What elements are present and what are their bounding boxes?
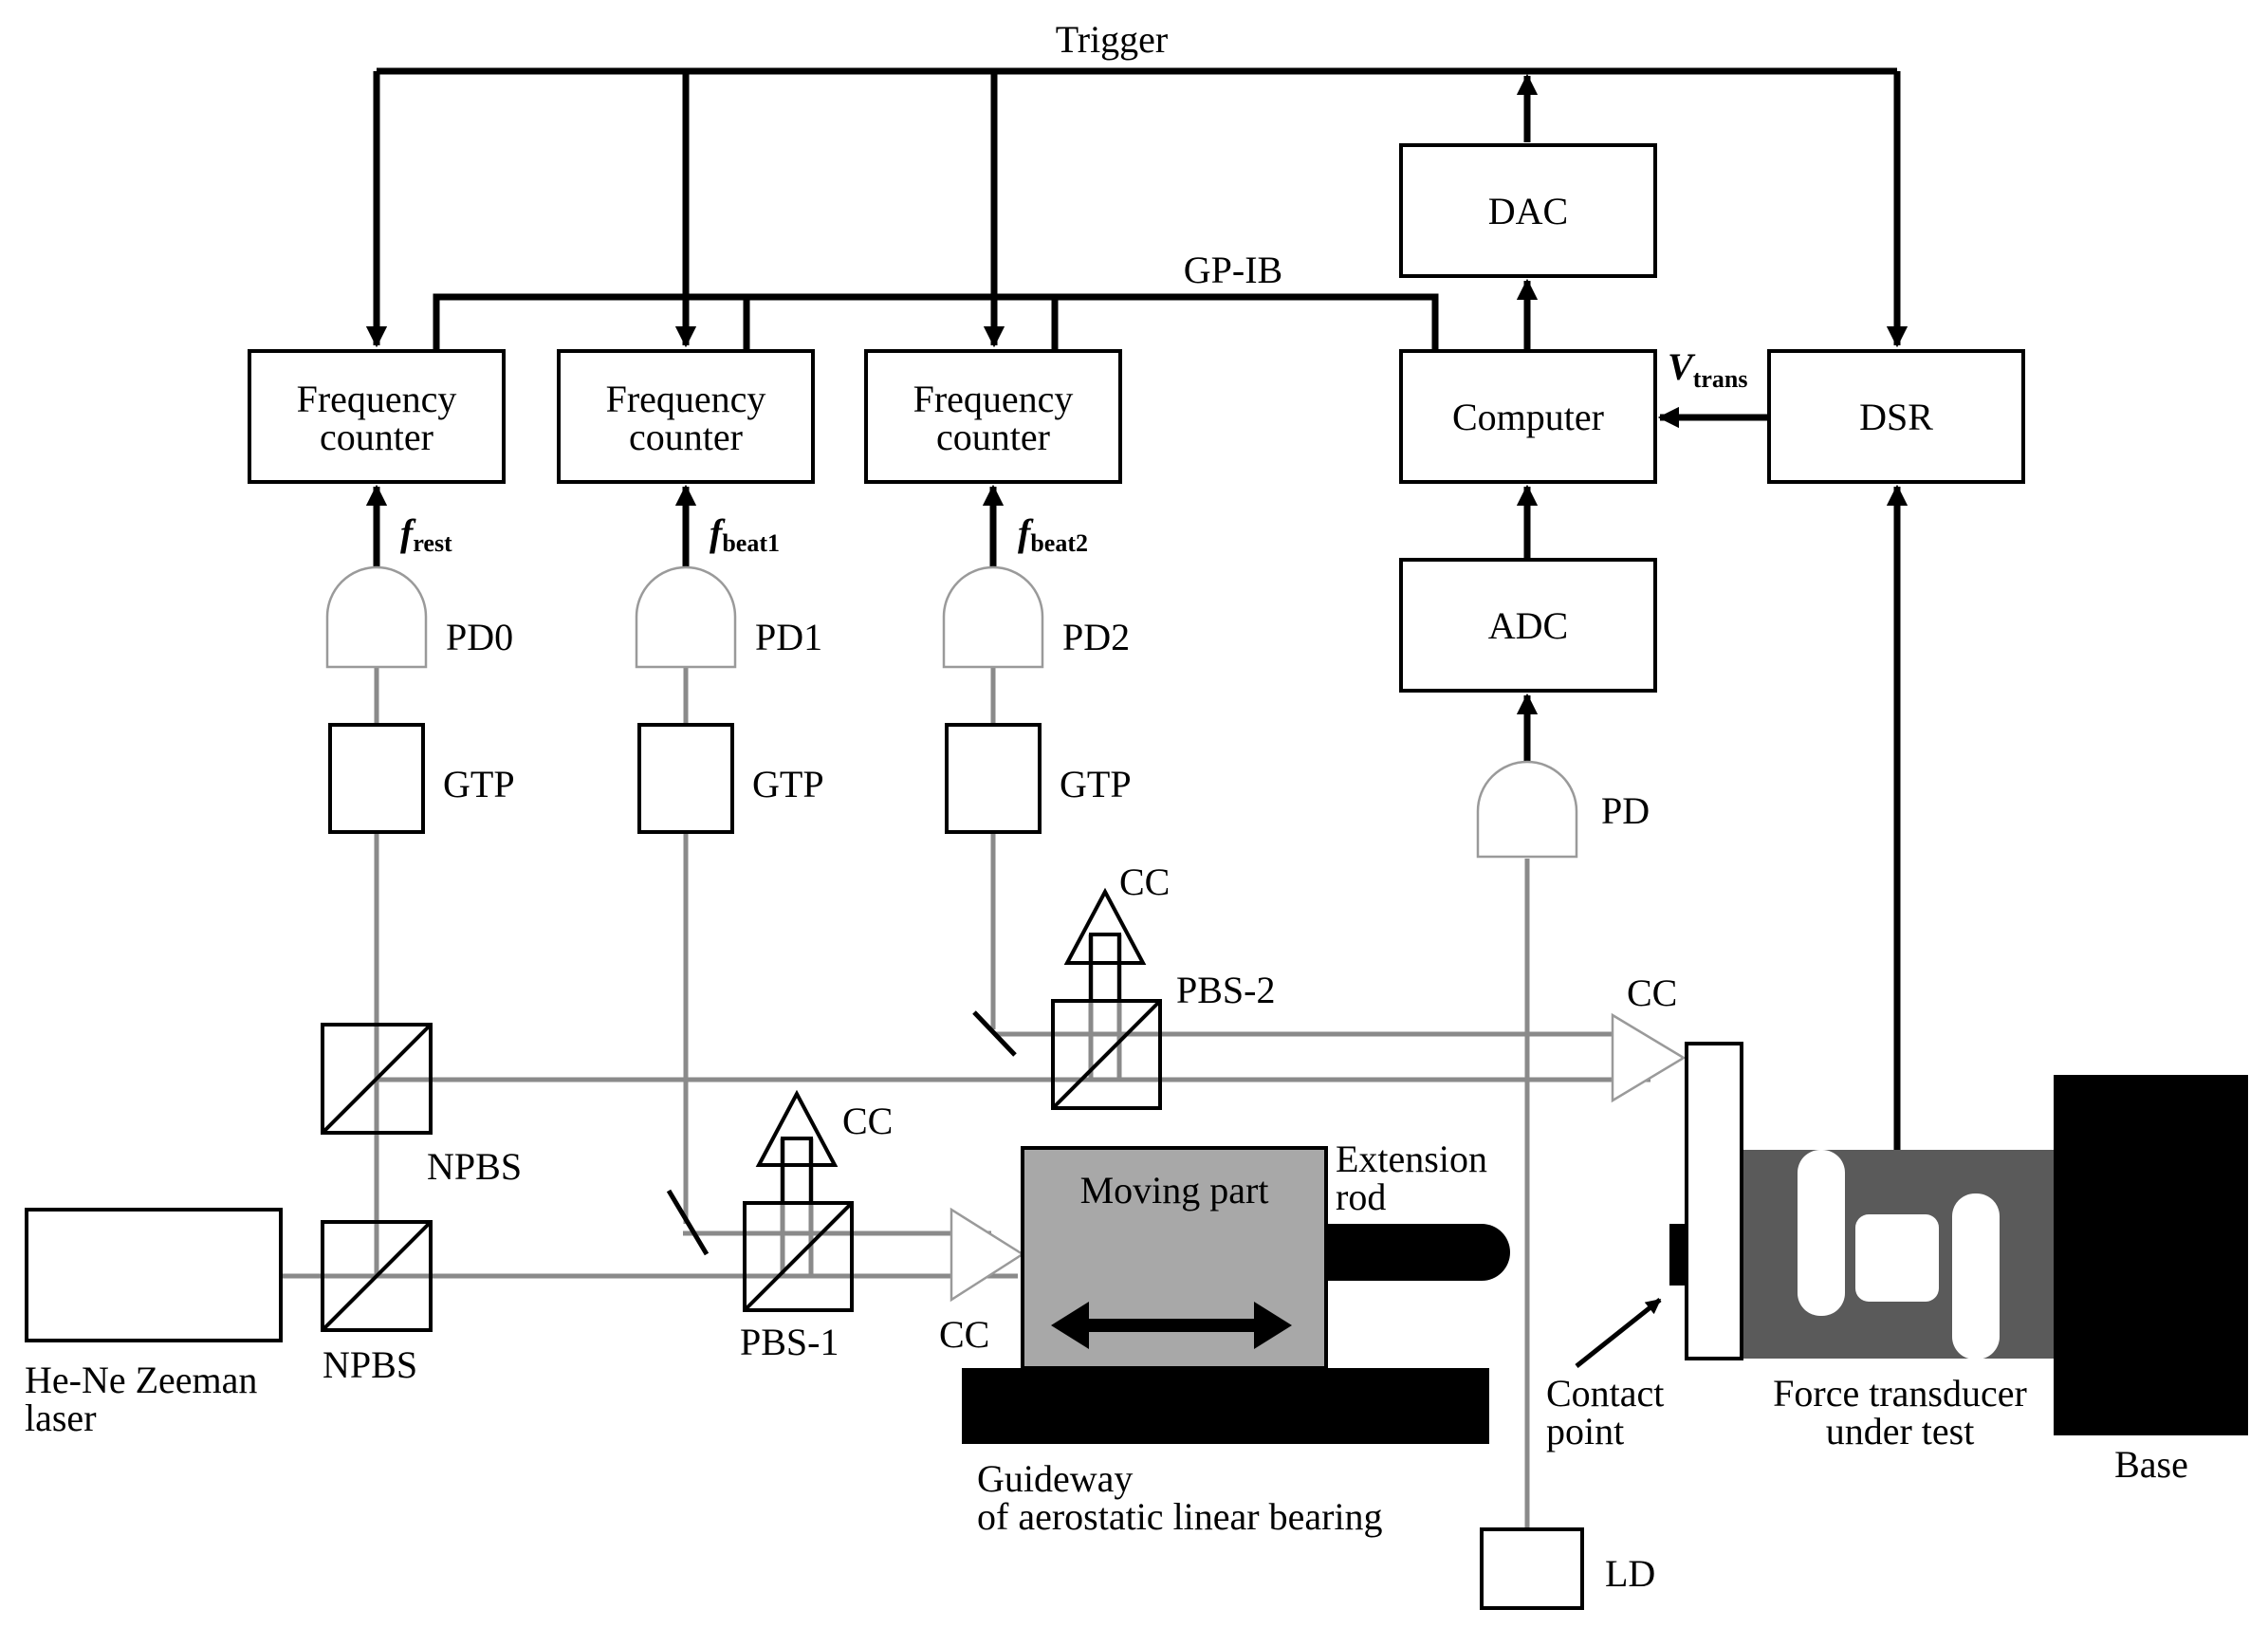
contact-point-arrow [1575, 1298, 1662, 1368]
guideway-label-line2: of aerostatic linear bearing [977, 1495, 1383, 1538]
dsr-box [1767, 349, 2025, 484]
guideway-label-line1: Guideway [977, 1457, 1133, 1500]
gtp-1-label: GTP [752, 763, 824, 805]
dac-box [1399, 143, 1657, 278]
cc-moving-part-label: CC [939, 1313, 989, 1356]
force-transducer-label-line1: Force transducer [1773, 1372, 2027, 1415]
cc-pbs1-label: CC [842, 1100, 893, 1142]
ld-label: LD [1605, 1552, 1655, 1595]
pd1-detector [635, 565, 737, 669]
pd2-detector [942, 565, 1044, 669]
trigger-label: Trigger [1056, 18, 1169, 61]
frequency-counter-2-line1: Frequency [913, 378, 1074, 420]
gpib-bus-line [433, 293, 1439, 351]
v-trans-sub: trans [1693, 365, 1748, 393]
mirror-pbs1 [666, 1189, 710, 1256]
guideway-rail [962, 1368, 1489, 1444]
svg-text:Vtrans: Vtrans [1668, 345, 1747, 393]
pd1-label: PD1 [755, 616, 822, 658]
pd-detector [1476, 760, 1578, 859]
frequency-counter-0-box [248, 349, 506, 484]
cc-pbs1-mount [781, 1137, 813, 1205]
moving-part-label: Moving part [1080, 1169, 1269, 1212]
extension-rod [1326, 1224, 1510, 1281]
frequency-counter-1-line2: counter [629, 416, 743, 458]
pd0-label: PD0 [446, 616, 513, 658]
computer-box [1399, 349, 1657, 484]
v-trans-label: Vtrans [1668, 345, 1747, 393]
gtp-2-label: GTP [1060, 763, 1132, 805]
pbs-1-label: PBS-1 [740, 1321, 839, 1363]
cc-pbs2-mount [1089, 933, 1121, 1003]
contact-label-line2: point [1546, 1410, 1624, 1452]
contact-label-line1: Contact [1546, 1372, 1664, 1415]
pd-label: PD [1601, 789, 1650, 832]
force-transducer-label-line2: under test [1826, 1410, 1975, 1452]
base-block [2054, 1075, 2248, 1435]
computer-label: Computer [1452, 396, 1604, 438]
f-beat1-label: fbeat1 [710, 511, 780, 557]
extension-label-line2: rod [1336, 1175, 1386, 1218]
cc-pbs1-corner-cube [755, 1089, 839, 1167]
npbs-lower [321, 1220, 433, 1332]
gpib-bus [433, 293, 1439, 351]
gtp-2-box [945, 723, 1042, 834]
gtp-0-label: GTP [443, 763, 515, 805]
adc-box [1399, 558, 1657, 693]
pbs-1-cube [743, 1201, 854, 1312]
cc-transducer-label: CC [1627, 971, 1677, 1014]
frequency-counter-0-line1: Frequency [297, 378, 457, 420]
laser-label-line2: laser [25, 1397, 97, 1439]
transducer-slot-right [1952, 1193, 2000, 1360]
gtp-0-box [328, 723, 425, 834]
npbs-lower-label: NPBS [323, 1343, 417, 1386]
contact-pad [1669, 1224, 1687, 1286]
transducer-slot-left [1798, 1150, 1845, 1316]
dsr-label: DSR [1859, 396, 1933, 438]
pd2-label: PD2 [1062, 616, 1130, 658]
moving-part-double-arrow [1051, 1302, 1292, 1349]
frequency-counter-0-line2: counter [320, 416, 433, 458]
gtp-1-box [637, 723, 734, 834]
base-label: Base [2114, 1443, 2188, 1486]
mirror-pbs2 [972, 1010, 1017, 1057]
pd0-detector [325, 565, 428, 669]
cc-pbs2-corner-cube [1063, 887, 1147, 965]
frequency-counter-1-box [557, 349, 815, 484]
adc-label: ADC [1488, 604, 1568, 647]
frequency-counter-2-line2: counter [936, 416, 1050, 458]
npbs-upper [321, 1023, 433, 1135]
v-trans-main: V [1668, 345, 1696, 388]
f-beat2-label: fbeat2 [1018, 511, 1088, 557]
dac-label: DAC [1488, 190, 1568, 232]
pbs-2-label: PBS-2 [1176, 969, 1276, 1011]
frequency-counter-2-box [864, 349, 1122, 484]
laser-label-line1: He-Ne Zeeman [25, 1359, 257, 1401]
gpib-label: GP-IB [1184, 249, 1282, 291]
trigger-bus [365, 67, 1908, 348]
f-rest-label: frest [400, 511, 452, 557]
he-ne-zeeman-laser-box [25, 1208, 283, 1342]
extension-label-line1: Extension [1336, 1138, 1487, 1180]
transducer-center-cutout [1855, 1214, 1939, 1302]
cc-moving-part [950, 1207, 1025, 1303]
cc-pbs2-label: CC [1119, 860, 1170, 903]
contact-plate [1685, 1042, 1743, 1360]
cc-transducer-target [1611, 1012, 1687, 1103]
pbs-2-cube [1051, 999, 1162, 1110]
npbs-upper-label: NPBS [427, 1145, 522, 1188]
ld-box [1480, 1527, 1584, 1610]
frequency-counter-1-line1: Frequency [606, 378, 766, 420]
